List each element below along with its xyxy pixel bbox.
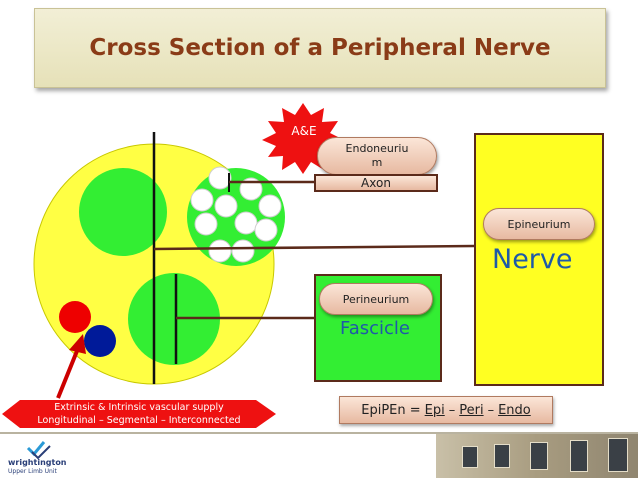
mnemonic-sep-1: – [448, 402, 456, 418]
title-box: Cross Section of a Peripheral Nerve [34, 8, 606, 88]
artery-circle [59, 301, 91, 333]
epipen-mnemonic: EpiPEn = Epi – Peri – Endo [339, 396, 553, 424]
mnemonic-epi: Epi [424, 402, 445, 418]
mnemonic-sep-2: – [487, 402, 495, 418]
vessel-arrow-head [69, 334, 86, 354]
vascular-banner [2, 400, 276, 428]
mnemonic-prefix: EpiPEn = [361, 402, 421, 418]
perineurium-label: Perineurium [319, 283, 433, 315]
axon-group [190, 166, 282, 263]
fascicle-label: Fascicle [340, 318, 410, 339]
mnemonic-peri: Peri [459, 402, 484, 418]
epineurium-label: Epineurium [483, 208, 595, 240]
fascicle-bottom [128, 273, 220, 365]
vessel-arrow-shaft [56, 345, 81, 399]
building-photo [436, 434, 638, 478]
ae-starburst [262, 103, 344, 174]
logo-subtitle: Upper Limb Unit [8, 468, 57, 475]
logo-name: wrightington [8, 458, 67, 467]
nerve-rectangle [474, 133, 604, 386]
building-window [530, 442, 548, 470]
logo-text: wrightington Upper Limb Unit [8, 458, 68, 476]
endoneurium-text: Endoneuriu m [345, 142, 409, 169]
mnemonic-endo: Endo [498, 402, 531, 418]
endoneurium-label: Endoneuriu m [317, 137, 437, 175]
vein-circle [84, 325, 116, 357]
building-window [570, 440, 588, 472]
epineurium-pointer [153, 244, 475, 251]
building-window [462, 446, 478, 468]
logo-icon [26, 441, 51, 460]
building-window [608, 438, 628, 472]
vascular-banner-text: Extrinsic & Intrinsic vascular supply Lo… [8, 400, 270, 429]
vascular-line-1: Extrinsic & Intrinsic vascular supply [54, 402, 224, 413]
footer-divider [0, 432, 638, 434]
fascicle-left [79, 168, 167, 256]
axon-label: Axon [314, 174, 438, 192]
slide-title: Cross Section of a Peripheral Nerve [89, 35, 551, 61]
building-window [494, 444, 510, 468]
ae-label: A&E [291, 124, 317, 138]
nerve-label: Nerve [492, 244, 573, 275]
vascular-line-2: Longitudinal – Segmental – Interconnecte… [37, 415, 241, 426]
